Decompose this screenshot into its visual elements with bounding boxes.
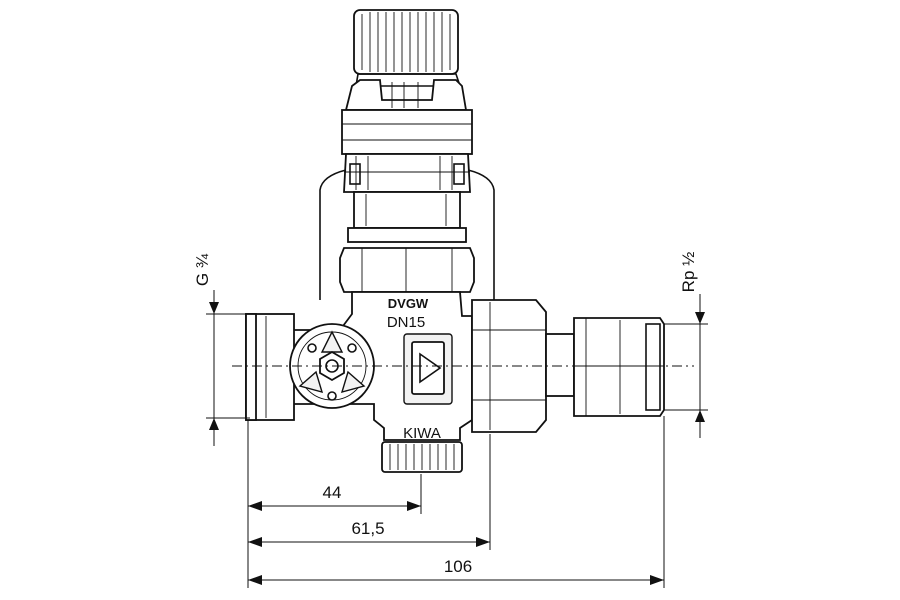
inlet-thread-label: G ¾ [193,253,212,286]
outlet-fitting [545,317,665,417]
dvgw-mark: DVGW [388,296,429,311]
dimension-106: 106 [248,557,664,585]
backplate [319,169,495,300]
bonnet [341,79,473,193]
spindle-neck [347,191,467,243]
inlet-thread-dimension: G ¾ [193,253,250,446]
union-hex-nut [339,247,475,293]
dimension-61-5: 61,5 [248,519,490,547]
dimension-61-5-label: 61,5 [351,519,384,538]
dimension-106-label: 106 [444,557,472,576]
drain-cap [381,441,463,473]
adjustment-knob [353,9,462,87]
outlet-thread-dimension: Rp ½ [664,252,708,438]
dn-mark: DN15 [387,314,425,331]
inlet-connection [245,313,295,421]
extension-lines [247,416,665,588]
kiwa-mark: KIWA [403,425,441,442]
dimension-44-label: 44 [323,483,342,502]
outlet-thread-label: Rp ½ [679,252,698,293]
outlet-union-nut [471,299,547,433]
dimension-44: 44 [248,483,421,511]
